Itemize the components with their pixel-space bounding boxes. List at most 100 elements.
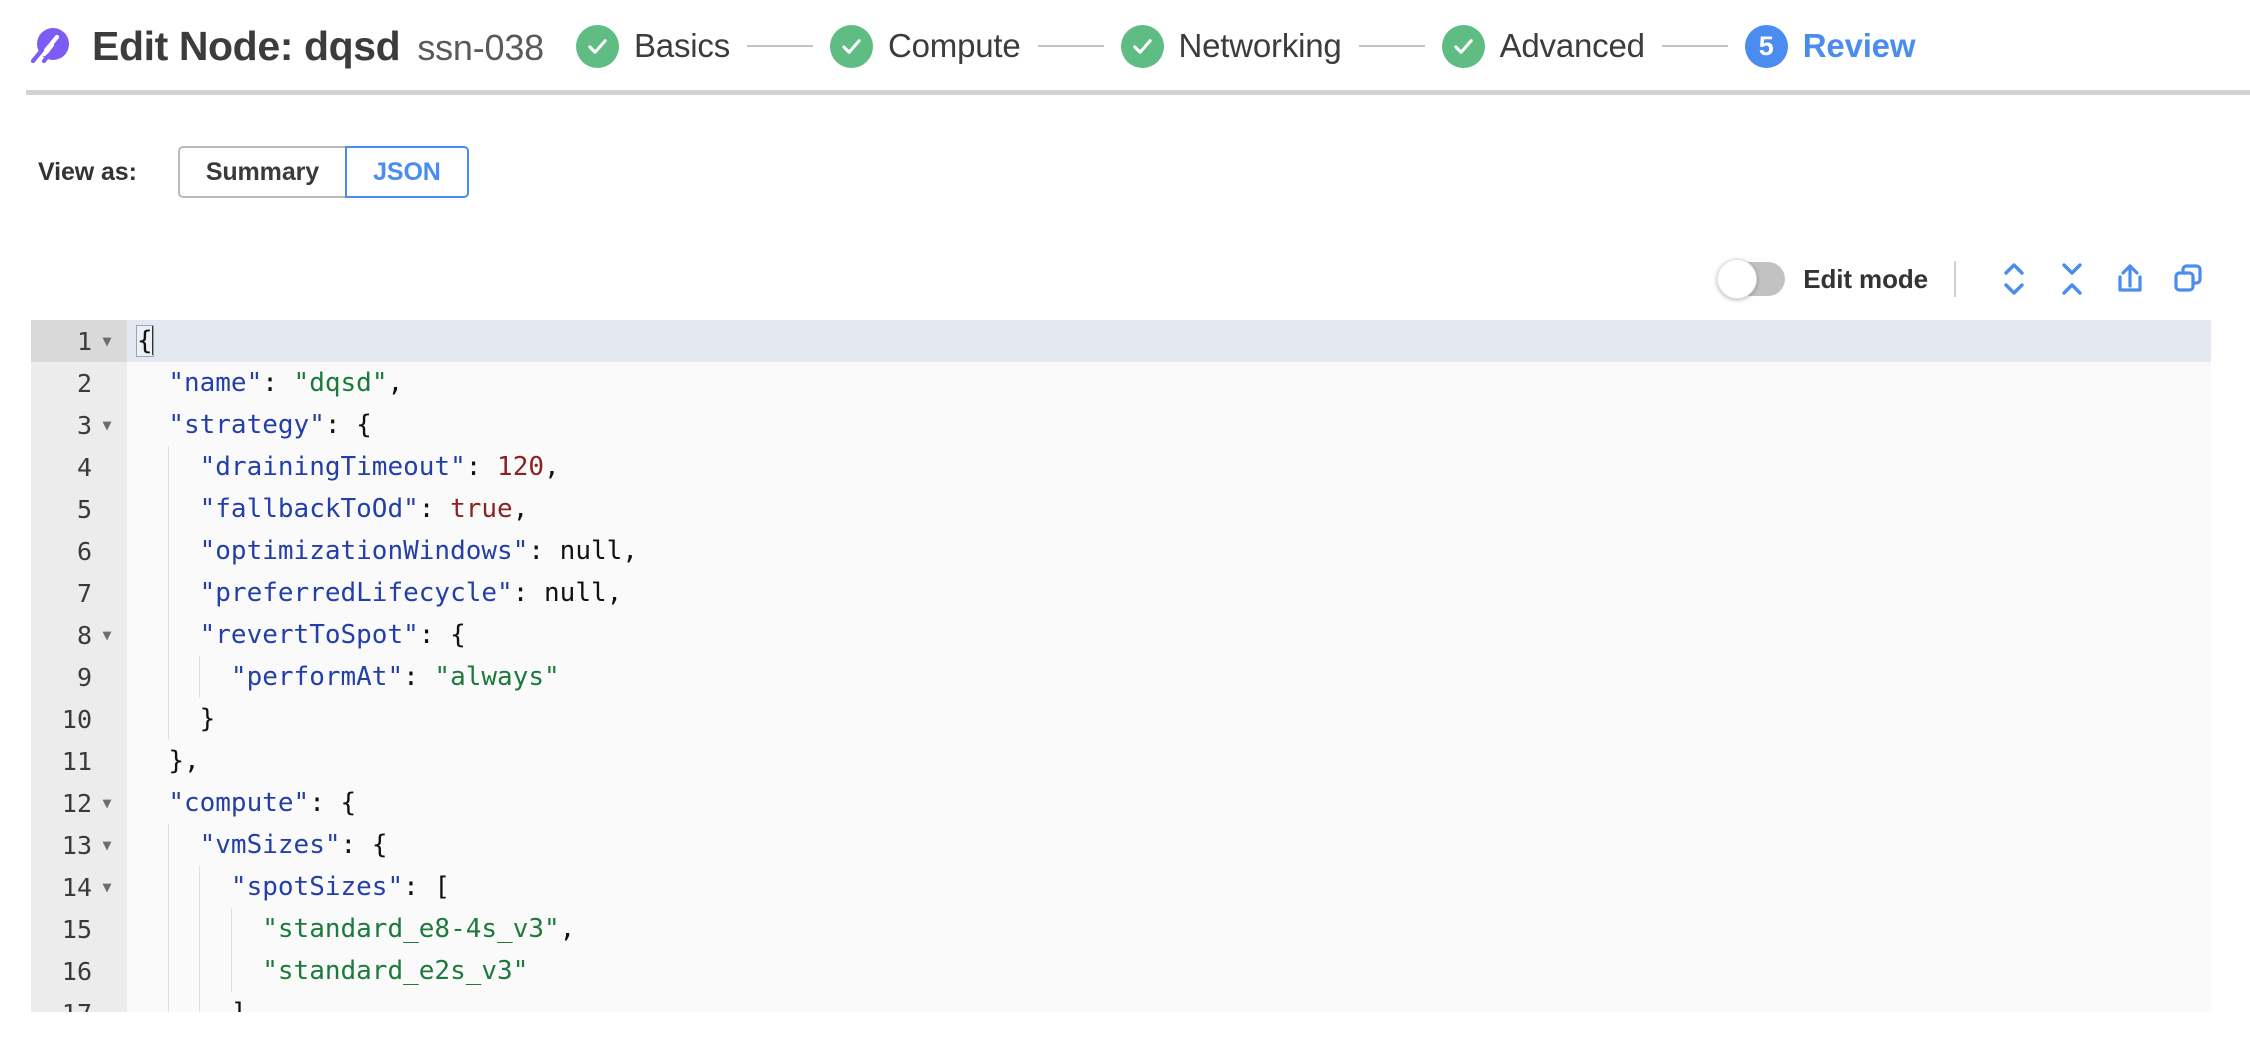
indent-guide (168, 992, 170, 1012)
json-token-punct: ], (231, 998, 262, 1012)
json-token-punct: : (528, 536, 560, 566)
json-token-punct: : [ (403, 872, 451, 902)
indent-guide (199, 656, 201, 698)
json-token-punct: }, (168, 746, 200, 776)
code-line[interactable]: "preferredLifecycle": null, (127, 572, 2211, 614)
json-token-punct: , (544, 452, 560, 482)
fold-toggle-icon[interactable]: ▼ (102, 877, 112, 896)
code-line[interactable]: "optimizationWindows": null, (127, 530, 2211, 572)
line-number: 1▼ (31, 320, 127, 362)
step-complete-check-icon (576, 24, 619, 68)
editor-line-number-gutter: 1▼2▼3▼4▼5▼6▼7▼8▼9▼10▼11▼12▼13▼14▼15▼16▼1… (31, 320, 127, 1012)
json-token-key: "compute" (168, 788, 310, 818)
line-number: 10▼ (61, 704, 92, 734)
json-token-punct: : (512, 578, 545, 608)
fold-toggle-icon[interactable]: ▼ (102, 793, 112, 812)
json-token-punct: } (199, 704, 216, 734)
view-as-summary-button[interactable]: Summary (177, 146, 346, 198)
fold-toggle-icon[interactable]: ▼ (102, 331, 112, 350)
export-icon[interactable] (2104, 257, 2156, 301)
json-token-num: 120 (497, 452, 545, 482)
wizard-step-compute[interactable]: Compute (830, 24, 1021, 68)
wizard-step-advanced[interactable]: Advanced (1441, 24, 1645, 68)
line-number: 14▼ (31, 866, 127, 908)
code-line[interactable]: }, (127, 740, 2211, 782)
indent-guide (168, 530, 170, 572)
code-line[interactable]: ], (127, 992, 2211, 1012)
indent-guide (168, 446, 170, 488)
step-label: Advanced (1499, 27, 1645, 64)
json-token-str: "standard_e8-4s_v3" (262, 914, 560, 944)
wizard-step-networking[interactable]: Networking (1120, 24, 1342, 68)
copy-icon[interactable] (2162, 257, 2214, 301)
view-as-segmented-control[interactable]: Summary JSON (177, 146, 469, 198)
editor-toolbar: Edit mode (0, 256, 2250, 302)
code-line[interactable]: "compute": { (127, 782, 2211, 824)
json-token-bool: true (450, 494, 513, 524)
step-complete-check-icon (1441, 24, 1485, 68)
header-divider (26, 90, 2250, 95)
step-label: Basics (634, 27, 730, 64)
fold-toggle-icon[interactable]: ▼ (102, 835, 112, 854)
code-line[interactable]: "standard_e8-4s_v3", (127, 908, 2211, 950)
indent-guide (168, 950, 170, 992)
code-line[interactable]: "name": "dqsd", (127, 362, 2211, 404)
indent-guide (230, 950, 232, 992)
json-token-null: null (559, 536, 623, 566)
wizard-step-basics[interactable]: Basics (576, 24, 730, 68)
step-connector (1661, 45, 1728, 47)
editor-code-area[interactable]: { "name": "dqsd", "strategy": { "drainin… (127, 320, 2211, 1012)
page-title: Edit Node: dqsd ssn-038 (92, 23, 544, 70)
json-token-key: "strategy" (168, 410, 325, 440)
indent-guide (199, 992, 201, 1012)
fold-toggle-icon[interactable]: ▼ (102, 625, 112, 644)
json-token-punct: : { (324, 410, 372, 440)
expand-all-icon[interactable] (1988, 257, 2040, 301)
view-as-json-button[interactable]: JSON (345, 146, 469, 198)
json-token-punct: : (262, 368, 294, 398)
toolbar-divider (1954, 261, 1956, 297)
line-number: 6▼ (76, 536, 92, 566)
edit-mode-label: Edit mode (1803, 263, 1928, 294)
line-number: 17▼ (31, 992, 127, 1013)
edit-mode-toggle[interactable] (1717, 259, 1786, 299)
json-token-null: null (544, 578, 607, 608)
line-number: 5▼ (76, 494, 92, 524)
line-number: 3▼ (31, 404, 127, 446)
step-complete-check-icon (830, 24, 873, 68)
json-editor[interactable]: 1▼2▼3▼4▼5▼6▼7▼8▼9▼10▼11▼12▼13▼14▼15▼16▼1… (31, 320, 2211, 1012)
indent-guide (168, 908, 170, 950)
json-token-punct: : { (418, 620, 466, 650)
line-number: 7▼ (76, 578, 92, 608)
step-number-badge: 5 (1744, 24, 1788, 68)
code-line[interactable]: "strategy": { (127, 404, 2211, 446)
json-token-punct: : { (309, 788, 357, 818)
json-token-punct: , (622, 536, 638, 566)
code-line[interactable]: "vmSizes": { (127, 824, 2211, 866)
fold-toggle-icon[interactable]: ▼ (102, 415, 112, 434)
step-label: Networking (1178, 27, 1342, 64)
code-line[interactable]: "drainingTimeout": 120, (127, 446, 2211, 488)
indent-guide (199, 866, 201, 908)
json-token-punct: : (465, 452, 498, 482)
code-line[interactable]: "revertToSpot": { (127, 614, 2211, 656)
line-number: 8▼ (31, 614, 127, 656)
code-line[interactable]: "fallbackToOd": true, (127, 488, 2211, 530)
code-line[interactable]: } (127, 698, 2211, 740)
code-line[interactable]: "performAt": "always" (127, 656, 2211, 698)
code-line[interactable]: { (127, 320, 2211, 362)
json-token-key: "drainingTimeout" (199, 452, 466, 482)
text-cursor (151, 325, 154, 355)
indent-guide (168, 572, 170, 614)
indent-guide (168, 824, 170, 866)
step-complete-check-icon (1120, 24, 1164, 68)
code-line[interactable]: "spotSizes": [ (127, 866, 2211, 908)
json-token-str: "always" (434, 662, 560, 692)
code-line[interactable]: "standard_e2s_v3" (127, 950, 2211, 992)
json-token-punct: : (418, 494, 451, 524)
line-number: 4▼ (76, 452, 92, 482)
collapse-all-icon[interactable] (2046, 257, 2098, 301)
comet-logo-icon (26, 23, 72, 69)
line-number: 13▼ (31, 824, 127, 866)
